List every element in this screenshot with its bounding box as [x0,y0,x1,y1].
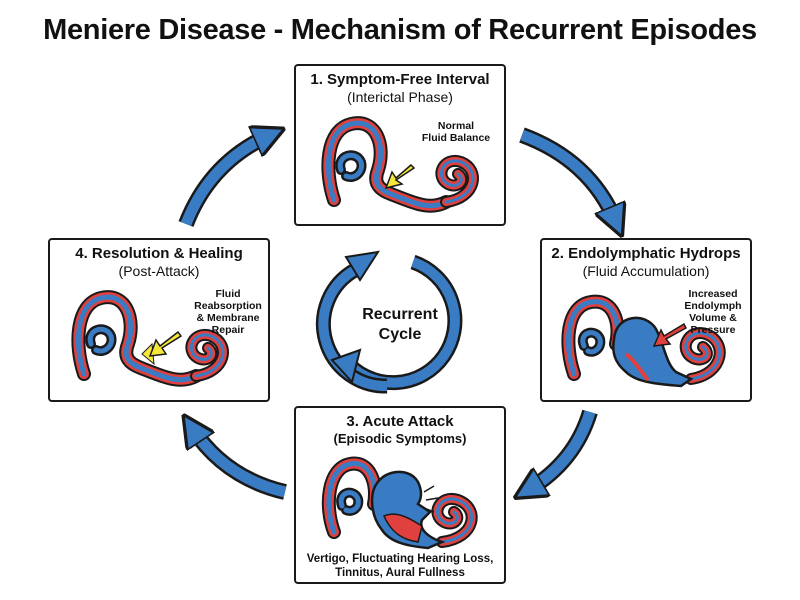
inner-ear-hydrops-icon [561,294,726,388]
stage-subheading: (Fluid Accumulation) [582,263,710,279]
center-label: Recurrent Cycle [362,306,438,343]
arrow-3-to-4 [192,428,287,500]
stage-subheading: (Interictal Phase) [347,89,453,105]
stage-note: Fluid Reabsorption & Membrane Repair [194,288,262,336]
inner-ear-rupture-icon [321,456,478,550]
stage-symptoms: Vertigo, Fluctuating Hearing Loss, Tinni… [306,553,494,579]
stage-card-3: 3. Acute Attack (Episodic Symptoms) Vert… [294,406,506,584]
inner-ear-healing-icon [71,290,229,387]
stage-note: Normal Fluid Balance [421,120,491,144]
stage-card-2: 2. Endolymphatic Hydrops (Fluid Accumula… [540,238,752,402]
arrow-2-to-3 [528,409,598,490]
stage-subheading: (Post-Attack) [118,263,200,279]
arrow-4-to-1 [178,135,270,227]
stage-heading: 1. Symptom-Free Interval [310,71,490,88]
inner-ear-normal-icon [321,116,479,213]
stage-heading: 3. Acute Attack [346,413,454,430]
stage-subheading: (Episodic Symptoms) [333,431,467,446]
stage-card-4: 4. Resolution & Healing (Post-Attack) Fl… [48,238,270,402]
stage-heading: 2. Endolymphatic Hydrops [551,245,741,262]
stage-card-1: 1. Symptom-Free Interval (Interictal Pha… [294,64,506,226]
page-title: Meniere Disease - Mechanism of Recurrent… [43,14,757,46]
arrow-1-to-2 [519,127,616,222]
stage-heading: 4. Resolution & Healing [75,245,243,262]
recurrent-cycle-icon [315,250,463,394]
stage-note: Increased Endolymph Volume & Pressure [684,288,742,336]
